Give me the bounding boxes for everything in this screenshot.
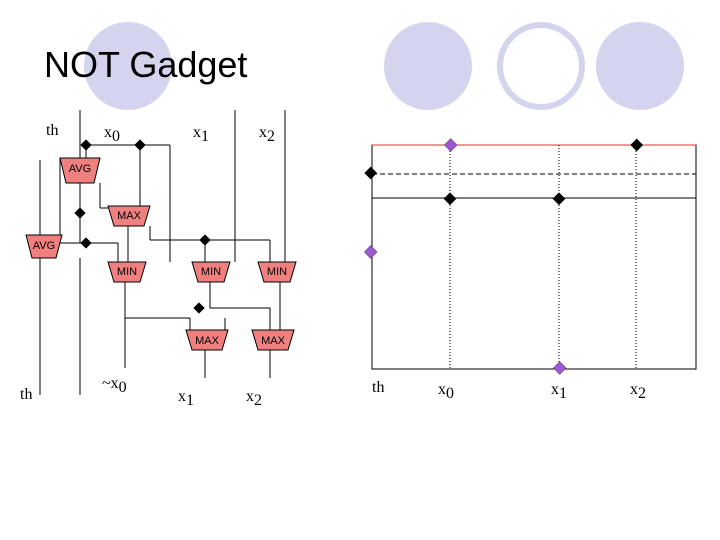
level-node-accent xyxy=(552,361,567,375)
junction-node xyxy=(134,139,146,151)
gate-max3: MAX xyxy=(251,329,295,351)
gate-label: MAX xyxy=(195,335,220,347)
gate-max1: MAX xyxy=(107,205,151,227)
gate-label: MAX xyxy=(261,335,286,347)
junction-node xyxy=(80,139,92,151)
output-label-x2: x2 xyxy=(246,388,262,409)
gate-min2: MIN xyxy=(191,261,231,283)
input-label-x1: x1 xyxy=(193,124,209,145)
output-label-x1: x1 xyxy=(178,388,194,409)
circuit-gates: AVG MAX AVG MIN MIN MIN xyxy=(25,157,297,351)
input-label-th: th xyxy=(46,122,58,139)
gate-avg2: AVG xyxy=(25,234,63,259)
level-label-x1: x1 xyxy=(551,381,567,402)
output-label-not-x0: ~x0 xyxy=(102,375,127,396)
junction-node xyxy=(80,237,92,249)
slide-title: NOT Gadget xyxy=(44,44,248,85)
level-frame xyxy=(371,144,697,370)
gate-max2: MAX xyxy=(185,329,229,351)
junction-node xyxy=(193,302,205,314)
level-node-accent xyxy=(443,138,458,152)
circuit-output-labels: th ~x0 x1 x2 xyxy=(20,375,262,409)
output-label-th: th xyxy=(20,386,32,403)
decor-circle xyxy=(497,22,585,110)
gate-label: AVG xyxy=(69,163,91,175)
decor-circle xyxy=(84,22,172,110)
gate-label: MIN xyxy=(201,266,221,278)
gate-avg1: AVG xyxy=(59,157,101,184)
level-node xyxy=(552,192,566,206)
decor-circle xyxy=(596,22,684,110)
level-node xyxy=(630,138,644,152)
decor-circle xyxy=(384,22,472,110)
junction-node xyxy=(74,207,86,219)
gate-label: MIN xyxy=(117,266,137,278)
level-diagram: th x0 x1 x2 xyxy=(363,138,697,402)
input-label-x2: x2 xyxy=(259,124,275,145)
gate-min1: MIN xyxy=(107,261,147,283)
gate-label: AVG xyxy=(33,240,55,252)
circuit-input-labels: th x0 x1 x2 xyxy=(46,122,275,145)
level-node xyxy=(364,166,378,180)
input-label-x0: x0 xyxy=(104,124,120,145)
circuit-diagram xyxy=(39,110,286,395)
gate-label: MAX xyxy=(117,210,142,222)
level-node xyxy=(443,192,457,206)
level-node-accent xyxy=(363,245,378,259)
junction-node xyxy=(199,234,211,246)
gate-label: MIN xyxy=(267,266,287,278)
level-label-x0: x0 xyxy=(438,381,454,402)
level-label-th: th xyxy=(372,379,384,396)
level-label-x2: x2 xyxy=(630,381,646,402)
gate-min3: MIN xyxy=(257,261,297,283)
